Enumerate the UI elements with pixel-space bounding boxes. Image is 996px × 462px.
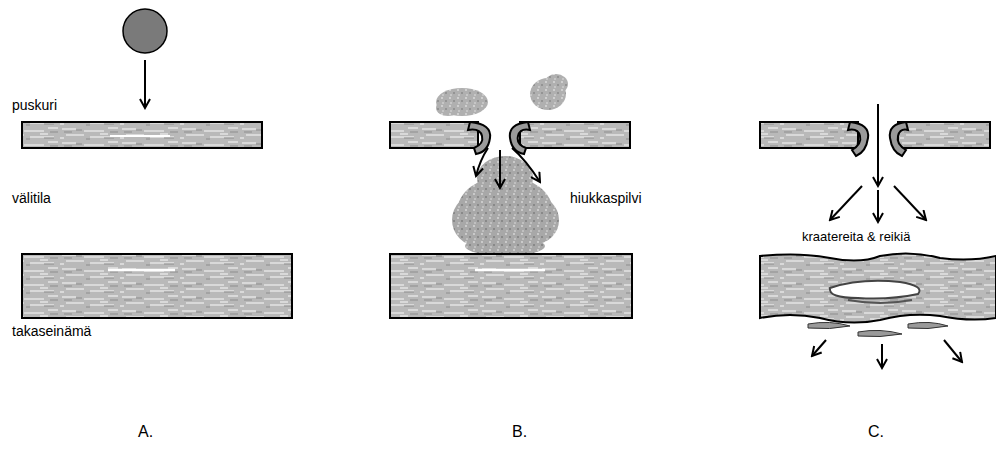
particle-cloud — [452, 156, 559, 256]
rear-wall — [390, 254, 632, 318]
panel-label: A. — [138, 422, 153, 441]
projectile — [123, 9, 167, 53]
fragment-arrow — [512, 148, 540, 182]
spall-arrow — [944, 340, 962, 362]
part-label: puskuri — [12, 97, 57, 114]
crater — [830, 281, 920, 299]
fragment-arrow — [476, 148, 488, 176]
bumper-plate-perforated — [390, 122, 630, 154]
fragment-arrow — [499, 150, 501, 188]
panel-label: C. — [868, 422, 884, 441]
part-label: kraatereita & reikiä — [800, 229, 912, 245]
panel-label: B. — [512, 422, 527, 441]
bumper-plate-perforated — [760, 122, 990, 156]
debris-puff — [436, 74, 568, 116]
crater-edge — [848, 300, 912, 303]
damaged-rear-wall — [760, 253, 996, 322]
part-label: takaseinämä — [12, 323, 91, 340]
fragment-arrow — [894, 186, 926, 220]
spall-arrow — [881, 344, 883, 368]
impact-arrow — [877, 104, 879, 186]
part-label: välitila — [12, 190, 51, 207]
fragment-arrow — [877, 190, 879, 222]
spall-arrow — [812, 340, 826, 356]
plate-streak — [108, 269, 175, 272]
part-label: hiukkaspilvi — [570, 190, 642, 207]
impact-arrow — [144, 60, 146, 108]
fragment-arrow — [830, 186, 862, 220]
spall-fragments — [808, 322, 948, 336]
plate-streak — [110, 135, 170, 137]
plate-streak — [475, 269, 545, 272]
rear-wall — [22, 254, 292, 318]
bumper-plate — [22, 122, 262, 148]
